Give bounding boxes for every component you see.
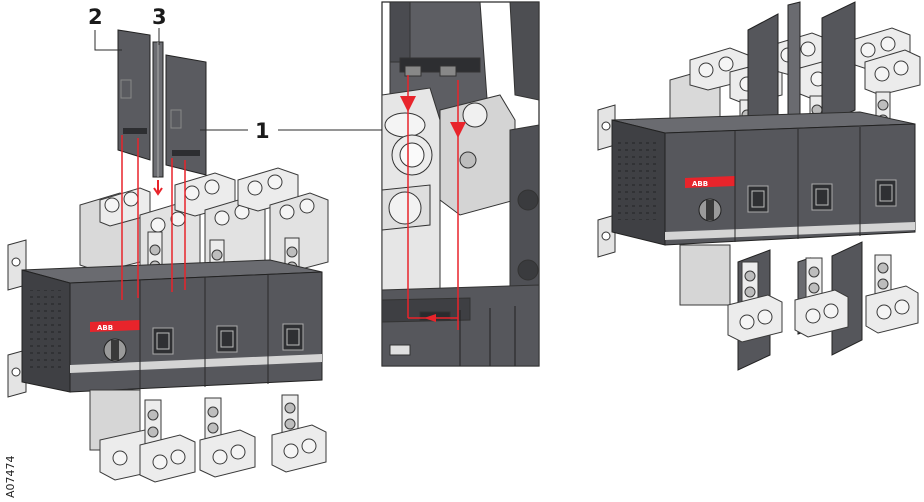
brand-band-right: [685, 176, 735, 188]
phase-separator: [152, 41, 164, 178]
detail-view: [381, 1, 540, 367]
switch-body-right: ABB: [611, 119, 916, 246]
insertion-arrow-left: [153, 180, 163, 196]
indicator-window-1: [152, 327, 174, 355]
switch-body-left: ABB: [21, 269, 323, 393]
switch-assembly-right: ABB: [597, 1, 921, 371]
indicator-window-3: [282, 323, 304, 351]
brand-band-left: [90, 320, 140, 332]
insertion-arrow-detail-2: [450, 122, 466, 138]
switch-assembly-left: ABB: [4, 5, 382, 498]
callout-leader-2: [94, 30, 122, 51]
insertion-arrow-detail-1: [400, 96, 416, 112]
callout-1: 1: [255, 119, 270, 143]
insertion-guides-left: [121, 135, 186, 300]
phase-barrier-left: [117, 29, 151, 161]
brand-label-right: ABB: [692, 180, 708, 188]
phase-barrier-right: [165, 54, 207, 176]
callout-2: 2: [88, 5, 103, 29]
indicator-window-2: [216, 325, 238, 353]
lower-terminals: [89, 389, 327, 483]
document-id: A07474: [4, 455, 17, 498]
insertion-arrow-detail-3: [424, 314, 436, 322]
brand-label-left: ABB: [97, 324, 113, 332]
callout-3: 3: [152, 5, 167, 29]
